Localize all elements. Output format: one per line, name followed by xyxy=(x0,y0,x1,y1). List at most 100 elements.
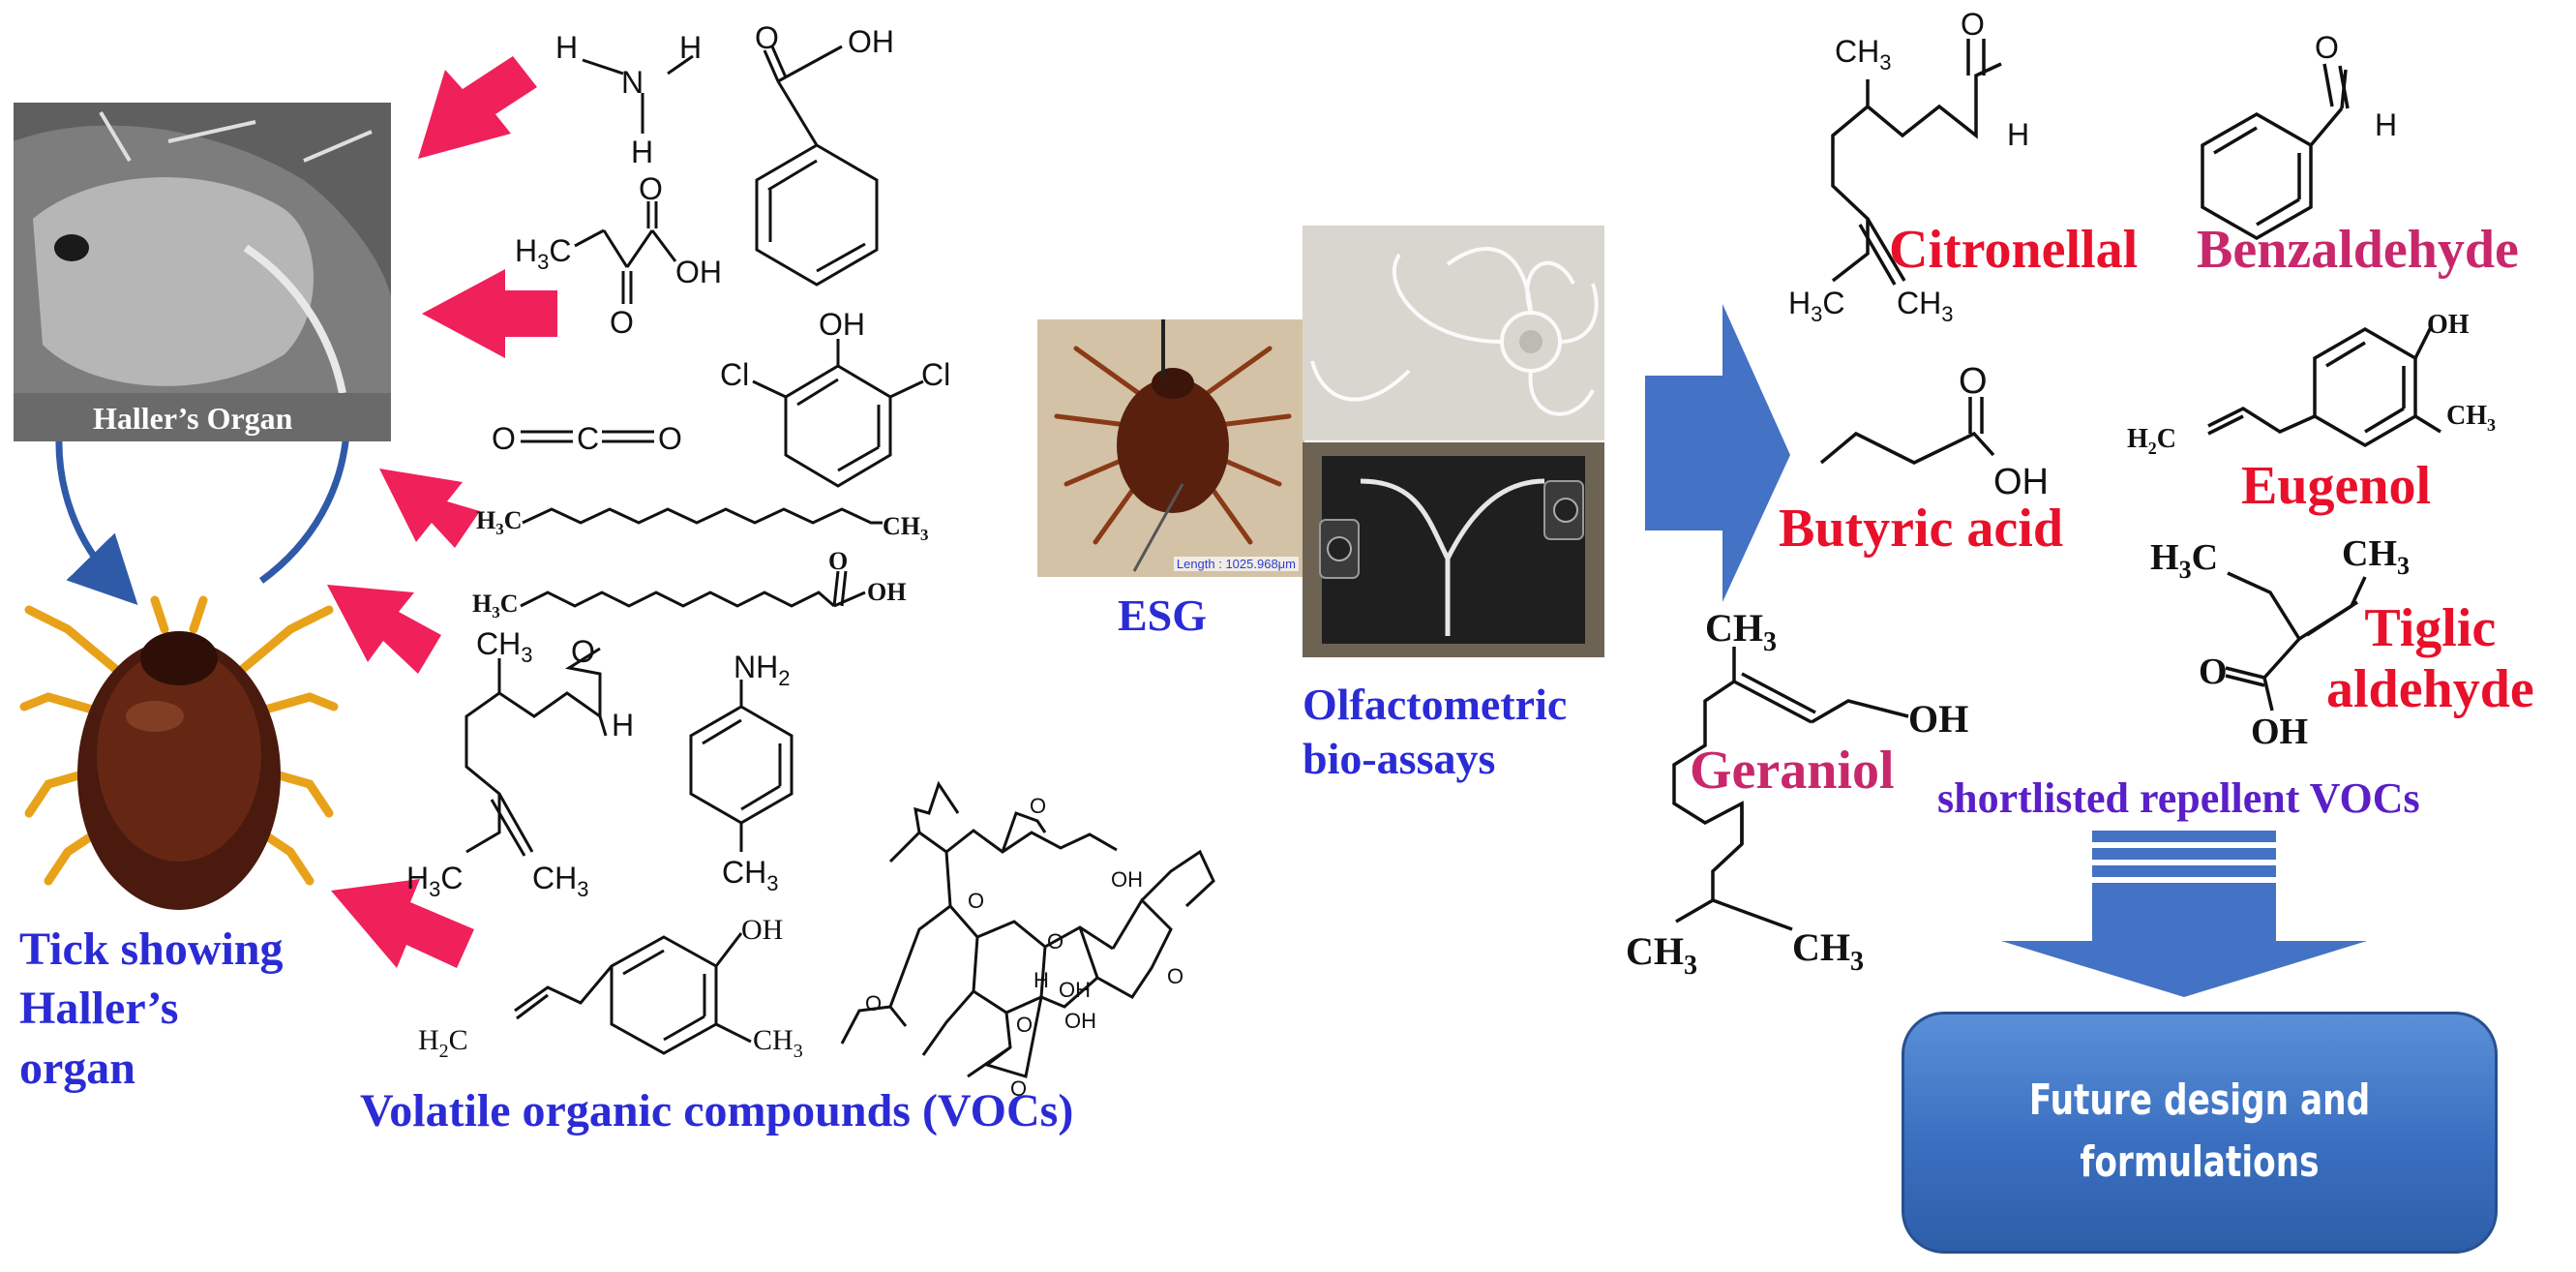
future-design-text: Future design and formulations xyxy=(1967,1070,2432,1194)
esg-image-icon xyxy=(1037,319,1304,577)
atom-label: CH3 xyxy=(2446,401,2496,435)
blue-down-arrow-icon xyxy=(2001,831,2367,997)
sem-photo-hallers-organ: Haller’s Organ xyxy=(14,103,391,441)
atom-label: CH3 xyxy=(1705,606,1777,657)
atom-label: O xyxy=(610,305,634,340)
olfactometer-photo-top xyxy=(1303,226,1604,440)
atom-label: H3C xyxy=(1788,286,1844,326)
tick-caption: Tick showing Haller’s organ xyxy=(19,920,284,1098)
pink-arrow-icon xyxy=(379,469,480,548)
atom-label: H xyxy=(631,135,653,169)
tick-illustration xyxy=(19,591,339,920)
esg-length-caption: Length : 1025.968μm xyxy=(1173,557,1299,571)
atom-label: O xyxy=(828,547,848,575)
future-line: formulations xyxy=(2080,1136,2320,1187)
olfactometer-glass-icon xyxy=(1303,226,1604,440)
atom-label: O xyxy=(1010,1076,1027,1101)
vocs-caption: Volatile organic compounds (VOCs) xyxy=(360,1085,1074,1136)
esg-photo: Length : 1025.968μm xyxy=(1037,319,1304,577)
atom-label: H2C xyxy=(418,1024,468,1062)
atom-label: O xyxy=(1959,361,1988,402)
atom-label: H3C xyxy=(472,590,519,621)
compound-butyric-acid: Butyric acid xyxy=(1779,499,2063,559)
atom-label: C xyxy=(577,421,599,456)
atom-label: OH xyxy=(675,255,722,289)
atom-label: O xyxy=(639,171,663,206)
azadirachtin-atoms: O O OH OH OH O O O O O H xyxy=(865,794,1183,1101)
atom-label: OH xyxy=(741,914,783,946)
compound-eugenol: Eugenol xyxy=(2241,456,2432,516)
tiglic-line: aldehyde xyxy=(2326,658,2534,719)
compound-tiglic-aldehyde: Tiglic aldehyde xyxy=(2326,598,2534,719)
right-structure-lines xyxy=(1672,39,2441,931)
atom-label: CH3 xyxy=(532,861,588,901)
atom-label: O xyxy=(2199,651,2228,692)
atom-label: OH xyxy=(819,307,865,342)
atom-label: H xyxy=(679,30,702,65)
tick-caption-line: Haller’s xyxy=(19,983,179,1035)
olfactometric-line: bio-assays xyxy=(1303,734,1496,784)
atom-label: O xyxy=(1016,1013,1033,1037)
future-line: Future design and xyxy=(2028,1075,2371,1125)
atom-label: CH3 xyxy=(1897,286,1953,326)
atom-label: O xyxy=(1030,794,1046,818)
pink-arrows xyxy=(327,56,557,968)
pink-arrow-icon xyxy=(327,585,441,674)
atom-label: Cl xyxy=(921,357,950,392)
future-design-box xyxy=(1902,1012,2498,1254)
shortlisted-label: shortlisted repellent VOCs xyxy=(1937,774,2420,822)
atom-label: O xyxy=(1961,7,1985,42)
sem-image-icon xyxy=(14,103,391,441)
atom-label: NH2 xyxy=(734,650,790,690)
atom-label: O xyxy=(1167,964,1183,988)
atom-label: O xyxy=(1047,929,1063,954)
pink-arrow-icon xyxy=(331,879,474,968)
atom-label: H3C xyxy=(2150,537,2218,584)
pink-arrow-icon xyxy=(418,56,537,159)
blue-chevron-arrow-icon xyxy=(1645,304,1790,602)
atom-label: OH xyxy=(867,578,906,606)
atom-label: H xyxy=(2007,117,2029,152)
atom-label: H2C xyxy=(2127,424,2176,458)
atom-label: O xyxy=(865,991,882,1015)
tiglic-line: Tiglic xyxy=(2364,598,2497,658)
atom-label: O xyxy=(755,20,779,55)
tick-caption-line: organ xyxy=(19,1042,135,1094)
atom-label: CH3 xyxy=(753,1024,803,1062)
structure-lines xyxy=(464,45,1215,1078)
atom-label: H xyxy=(555,30,578,65)
atom-label: H xyxy=(2375,107,2397,142)
atom-label: H3C xyxy=(476,506,523,538)
pink-arrow-icon xyxy=(422,269,557,358)
chain-atoms: H3C CH3 H3C O OH xyxy=(472,506,929,621)
tick-caption-line: Tick showing xyxy=(19,924,284,975)
atom-label: OH xyxy=(848,24,894,59)
tick-icon xyxy=(19,595,339,910)
olfactometric-label: Olfactometric bio-assays xyxy=(1303,678,1567,786)
olfactometer-photo-bottom xyxy=(1303,442,1604,657)
atom-label: OH xyxy=(1908,697,1968,741)
atom-label: H3C xyxy=(515,233,571,274)
atom-label: N xyxy=(621,65,644,100)
right-atoms: CH3 O H H3C CH3 O H O OH xyxy=(1788,7,2397,502)
atom-label: H xyxy=(612,708,634,742)
atom-label: O xyxy=(492,421,516,456)
right-serif-atoms: OH CH3 H2C H3C CH3 O OH CH3 OH CH3 CH3 xyxy=(1626,310,2496,981)
compound-benzaldehyde: Benzaldehyde xyxy=(2197,220,2519,280)
atom-label: OH xyxy=(2251,712,2308,752)
olfactometer-setup-icon xyxy=(1303,442,1604,657)
atom-label: CH3 xyxy=(722,855,778,895)
atom-label: CH3 xyxy=(1626,929,1697,981)
atom-label: H3C xyxy=(406,861,463,901)
olfactometric-line: Olfactometric xyxy=(1303,680,1568,729)
compound-citronellal: Citronellal xyxy=(1889,220,2139,280)
atom-label: CH3 xyxy=(2342,533,2410,580)
atom-label: CH3 xyxy=(1792,925,1864,977)
atom-label: OH xyxy=(2427,310,2470,340)
atom-label: OH xyxy=(1059,978,1091,1002)
atom-label: O xyxy=(2315,30,2339,65)
atom-label: CH3 xyxy=(883,512,929,544)
atom-label: O xyxy=(658,421,682,456)
